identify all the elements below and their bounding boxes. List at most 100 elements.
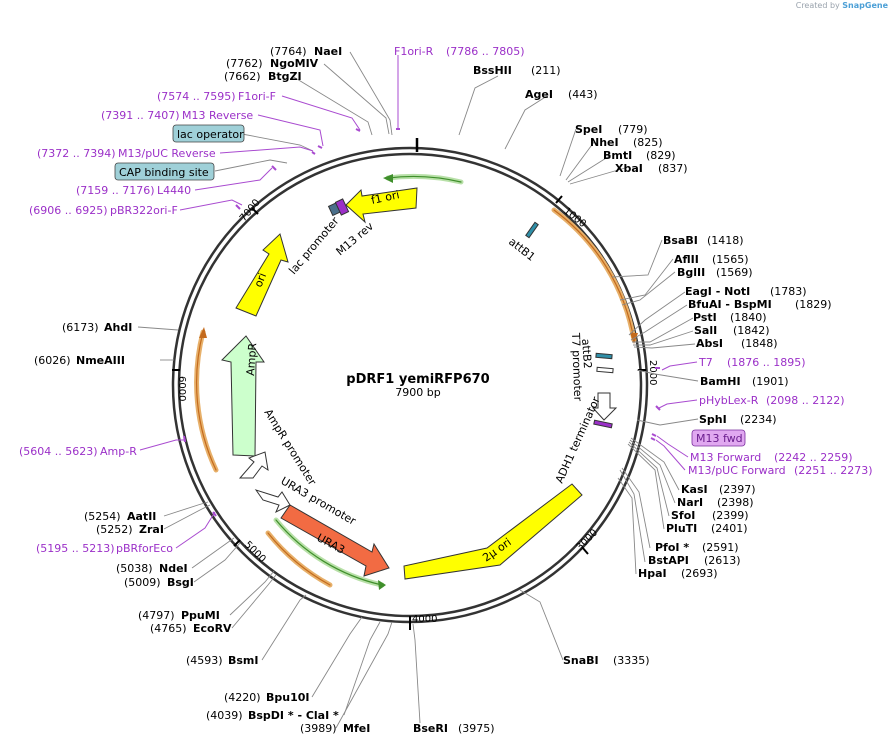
enzyme-pos: (6173) bbox=[62, 321, 99, 334]
primer-name: M13/pUC Forward bbox=[688, 464, 786, 477]
enzyme-pos: (829) bbox=[646, 149, 676, 162]
primer-name: M13 Reverse bbox=[182, 109, 253, 122]
enzyme-pos: (6026) bbox=[34, 354, 71, 367]
enzyme-pos: (7764) bbox=[270, 45, 307, 58]
ampr-label: AmpR bbox=[244, 342, 259, 376]
enzyme-pos: (1569) bbox=[716, 266, 753, 279]
enzyme-pos: (5009) bbox=[124, 576, 161, 589]
primer-name: F1ori-F bbox=[238, 90, 276, 103]
primer-name: pBRforEco bbox=[116, 542, 173, 555]
enzyme-name: AatII bbox=[127, 510, 156, 523]
attb2-outline bbox=[596, 366, 614, 374]
enzyme-name: NdeI bbox=[159, 562, 188, 575]
tick-2000: 2000 bbox=[647, 360, 658, 385]
orf-arc-left bbox=[194, 329, 219, 473]
primer-ticks bbox=[183, 128, 661, 517]
enzyme-name: BsaBI bbox=[663, 234, 698, 247]
enzyme-pos: (1840) bbox=[730, 311, 767, 324]
enzyme-name: SnaBI bbox=[563, 654, 599, 667]
primer-name: M13 Forward bbox=[690, 451, 761, 464]
two-micron-arrow bbox=[403, 483, 583, 580]
adh1-terminator-label: ADH1 terminator bbox=[553, 394, 603, 485]
primer-range: (1876 .. 1895) bbox=[727, 356, 806, 369]
enzyme-pos: (825) bbox=[633, 136, 663, 149]
enzymes-left: (7764) NaeI (7762) NgoMIV (7662) BtgZI (… bbox=[34, 45, 370, 735]
tick-4000: 4000 bbox=[412, 614, 437, 625]
m13-fwd-marker bbox=[593, 419, 613, 429]
enzyme-name: SphI bbox=[699, 413, 727, 426]
primer-range: (2098 .. 2122) bbox=[766, 394, 845, 407]
attb1-marker bbox=[525, 221, 539, 239]
m13-rev-label: M13 rev bbox=[334, 219, 377, 258]
primer-range: (2251 .. 2273) bbox=[794, 464, 873, 477]
enzyme-name: BspDI * - ClaI * bbox=[248, 709, 339, 722]
enzyme-name: BfuAI - BspMI bbox=[688, 298, 772, 311]
f1-ori-arrow bbox=[345, 187, 418, 224]
orf-arc-right bbox=[551, 207, 637, 343]
enzyme-pos: (3975) bbox=[458, 722, 495, 735]
plasmid-name: pDRF1 yemiRFP670 bbox=[346, 372, 489, 387]
ura3-arrow bbox=[280, 504, 390, 577]
enzyme-pos: (2397) bbox=[719, 483, 756, 496]
credit-prefix: Created by bbox=[795, 1, 840, 10]
primer-range: (5195 .. 5213) bbox=[36, 542, 115, 555]
enzyme-name: BseRI bbox=[413, 722, 448, 735]
enzyme-pos: (4765) bbox=[150, 622, 187, 635]
enzyme-name: ZraI bbox=[139, 523, 164, 536]
enzyme-pos: (2234) bbox=[740, 413, 777, 426]
primer-range: (5604 .. 5623) bbox=[19, 445, 98, 458]
features: f1 ori ori AmpR URA3 2μ ori bbox=[221, 187, 618, 580]
enzyme-name: NmeAIII bbox=[76, 354, 125, 367]
enzyme-name: SalI bbox=[694, 324, 717, 337]
ampr-arrow bbox=[221, 335, 265, 457]
enzyme-pos: (1783) bbox=[770, 285, 807, 298]
lac-promoter-label: lac promoter bbox=[286, 214, 342, 277]
enzyme-name: PpuMI bbox=[181, 609, 220, 622]
enzyme-name: EcoRV bbox=[193, 622, 232, 635]
enzyme-name: BmtI bbox=[603, 149, 632, 162]
enzyme-name: XbaI bbox=[615, 162, 643, 175]
primer-name: Amp-R bbox=[100, 445, 137, 458]
enzyme-name: AbsI bbox=[696, 337, 723, 350]
f1-ori-label: f1 ori bbox=[370, 188, 401, 207]
cap-site-box bbox=[114, 162, 215, 181]
enzyme-pos: (1829) bbox=[795, 298, 832, 311]
ampr-promoter-label: AmpR promoter bbox=[261, 407, 319, 488]
enzyme-name: EagI - NotI bbox=[685, 285, 750, 298]
tick-5000: 5000 bbox=[242, 539, 268, 565]
primer-name: T7 bbox=[698, 356, 713, 369]
enzyme-pos: (2613) bbox=[704, 554, 741, 567]
primer-range: (2242 .. 2259) bbox=[774, 451, 853, 464]
primer-range: (6906 .. 6925) bbox=[29, 204, 108, 217]
primer-range: (7786 .. 7805) bbox=[446, 45, 525, 58]
enzyme-name: NgoMIV bbox=[270, 57, 319, 70]
snapgene-credit: Created by SnapGene bbox=[796, 1, 888, 10]
primer-range: (7574 .. 7595) bbox=[157, 90, 236, 103]
m13-rev-marker bbox=[334, 198, 350, 216]
enzyme-name: SpeI bbox=[575, 123, 602, 136]
enzyme-name: BtgZI bbox=[268, 70, 302, 83]
primer-range: (7372 .. 7394) bbox=[37, 147, 116, 160]
ori-arrow bbox=[235, 233, 289, 317]
enzyme-pos: (211) bbox=[531, 64, 561, 77]
primer-name: M13/pUC Reverse bbox=[118, 147, 216, 160]
primer-name: L4440 bbox=[157, 184, 191, 197]
enzyme-pos: (2693) bbox=[681, 567, 718, 580]
orf-arrow-left bbox=[199, 327, 207, 338]
enzyme-name: PluTI bbox=[666, 522, 697, 535]
enzyme-name: AflII bbox=[674, 253, 699, 266]
enzyme-name: BsmI bbox=[228, 654, 259, 667]
enzyme-pos: (2591) bbox=[702, 541, 739, 554]
green-arrow-top bbox=[383, 174, 393, 183]
primer-name: F1ori-R bbox=[394, 45, 434, 58]
enzyme-pos: (1901) bbox=[752, 375, 789, 388]
primer-range: (7159 .. 7176) bbox=[76, 184, 155, 197]
enzyme-pos: (2401) bbox=[711, 522, 748, 535]
enzyme-pos: (779) bbox=[618, 123, 648, 136]
enzyme-name: NheI bbox=[590, 136, 619, 149]
enzyme-pos: (4797) bbox=[138, 609, 175, 622]
cap-site-label: CAP binding site bbox=[119, 166, 209, 179]
enzyme-pos: (4220) bbox=[224, 691, 261, 704]
primer-name: pBR322ori-F bbox=[110, 204, 178, 217]
